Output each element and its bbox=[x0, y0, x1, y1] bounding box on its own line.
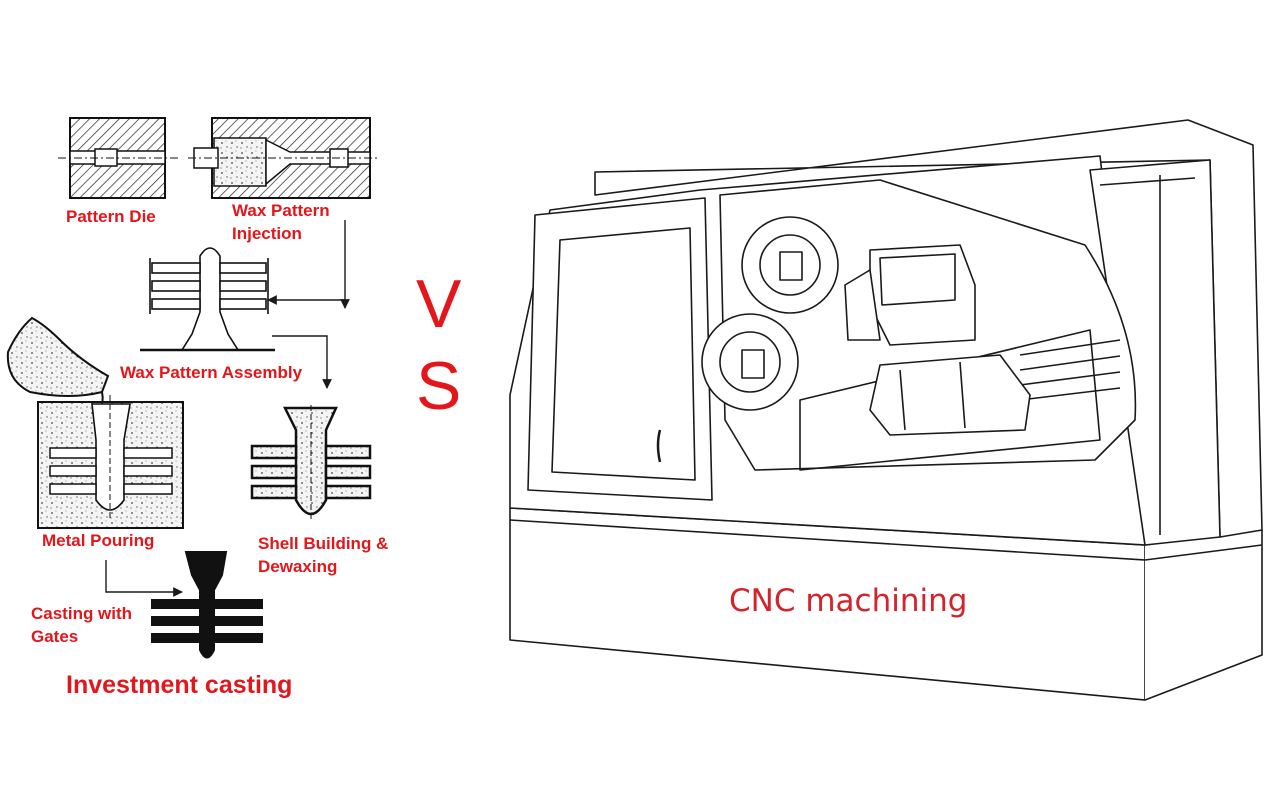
pattern-die-illustration bbox=[58, 117, 180, 199]
cnc-machine-illustration bbox=[509, 119, 1263, 701]
wax-assembly-illustration bbox=[140, 247, 275, 352]
wax-assembly-label: Wax Pattern Assembly bbox=[120, 363, 303, 382]
versus-v: V bbox=[416, 266, 462, 342]
process-arrows bbox=[105, 220, 350, 597]
pattern-die-label: Pattern Die bbox=[66, 207, 156, 226]
metal-pouring-label: Metal Pouring bbox=[42, 531, 155, 550]
casting-illustration bbox=[151, 551, 263, 659]
shell-building-illustration bbox=[250, 405, 372, 520]
shell-building-label-line2: Dewaxing bbox=[258, 557, 338, 576]
wax-injection-illustration bbox=[188, 117, 378, 199]
versus-s: S bbox=[416, 348, 462, 424]
shell-building-label-line1: Shell Building & bbox=[258, 534, 389, 553]
metal-pouring-illustration bbox=[37, 395, 184, 529]
ladle-illustration bbox=[6, 316, 110, 411]
wax-injection-label-line2: Injection bbox=[232, 224, 302, 243]
casting-gates-label-line2: Gates bbox=[31, 627, 79, 646]
investment-casting-title: Investment casting bbox=[66, 671, 293, 699]
cnc-machining-label: CNC machining bbox=[729, 583, 968, 619]
casting-gates-label-line1: Casting with bbox=[31, 604, 133, 623]
wax-injection-label-line1: Wax Pattern bbox=[232, 201, 330, 220]
